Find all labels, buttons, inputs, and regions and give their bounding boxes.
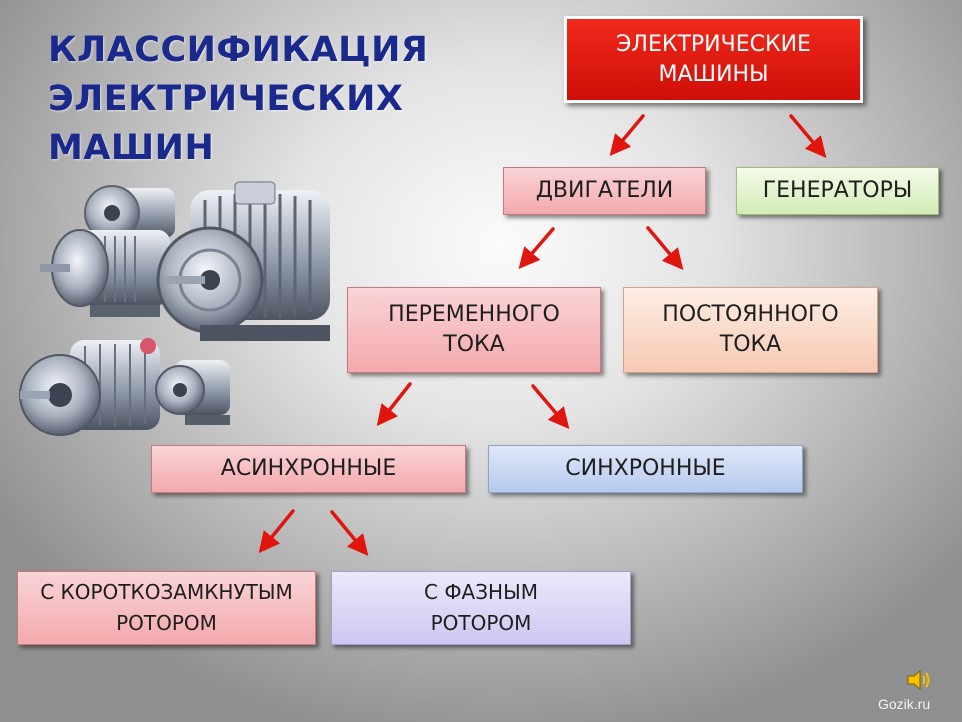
node-generators-label: ГЕНЕРАТОРЫ: [762, 178, 913, 203]
node-ac-line-2: ТОКА: [443, 332, 505, 357]
node-wound-rotor-line-1: С ФАЗНЫМ: [424, 580, 538, 604]
node-motors-label: ДВИГАТЕЛИ: [535, 178, 674, 203]
arrow-motors-to-dc: [646, 226, 684, 271]
arrow-async-to-squirrel: [258, 509, 295, 554]
watermark: Gozik.ru: [878, 696, 931, 712]
slide-title: КЛАССИФИКАЦИЯ ЭЛЕКТРИЧЕСКИХ МАШИН: [48, 26, 428, 173]
title-line-1: КЛАССИФИКАЦИЯ: [48, 30, 429, 70]
arrow-motors-to-ac: [518, 227, 555, 269]
node-electric-machines-line-1: ЭЛЕКТРИЧЕСКИЕ: [616, 31, 811, 57]
node-squirrel-cage-line-1: С КОРОТКОЗАМКНУТЫМ: [40, 580, 293, 604]
node-motors: ДВИГАТЕЛИ: [503, 167, 706, 215]
arrow-ac-to-sync: [531, 384, 570, 430]
arrow-root-to-generators: [789, 114, 827, 159]
title-line-2: ЭЛЕКТРИЧЕСКИХ: [48, 79, 404, 119]
arrow-async-to-wound: [330, 510, 369, 557]
node-async-label: АСИНХРОННЫЕ: [220, 456, 397, 481]
motor-mid-left: [40, 229, 170, 317]
node-ac-line-1: ПЕРЕМЕННОГО: [388, 302, 560, 327]
motor-large: [156, 181, 330, 341]
arrow-root-to-motors: [609, 114, 645, 157]
node-sync-label: СИНХРОННЫЕ: [565, 456, 726, 481]
node-ac: ПЕРЕМЕННОГО ТОКА: [347, 287, 601, 373]
electric-motors-image: [19, 181, 330, 436]
node-wound-rotor: С ФАЗНЫМ РОТОРОМ: [331, 571, 631, 645]
node-electric-machines-line-2: МАШИНЫ: [658, 61, 769, 87]
node-async: АСИНХРОННЫЕ: [151, 445, 466, 493]
title-line-3: МАШИН: [48, 128, 215, 168]
node-squirrel-cage-line-2: РОТОРОМ: [116, 611, 217, 635]
sound-icon[interactable]: [906, 668, 932, 692]
node-dc: ПОСТОЯННОГО ТОКА: [623, 287, 878, 373]
node-sync: СИНХРОННЫЕ: [488, 445, 803, 493]
motor-bottom-left: [19, 338, 160, 436]
node-wound-rotor-line-2: РОТОРОМ: [430, 611, 532, 635]
node-dc-line-1: ПОСТОЯННОГО: [662, 302, 839, 327]
node-dc-line-2: ТОКА: [719, 332, 782, 357]
node-squirrel-cage: С КОРОТКОЗАМКНУТЫМ РОТОРОМ: [17, 571, 316, 645]
node-electric-machines: ЭЛЕКТРИЧЕСКИЕ МАШИНЫ: [564, 16, 863, 103]
motor-small-front: [155, 360, 230, 425]
node-generators: ГЕНЕРАТОРЫ: [736, 167, 939, 215]
arrow-ac-to-async: [376, 382, 412, 427]
